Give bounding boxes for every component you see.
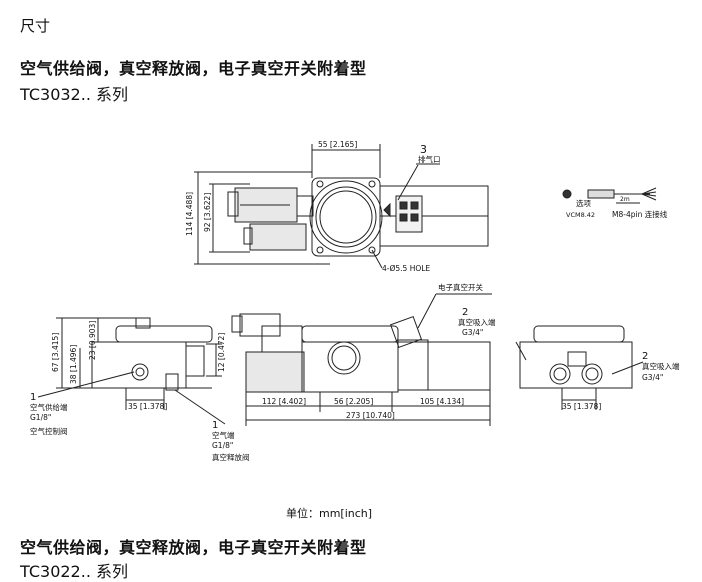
front-view-left: [37, 317, 226, 425]
connector-cable-length: 2m: [620, 196, 630, 203]
callout-3-number: 3: [420, 143, 427, 156]
callout-1b-line3: 真空释放阀: [212, 452, 250, 462]
dim-35-right: 35 [1.378]: [562, 402, 601, 411]
callout-1b-line1: 空气端: [212, 430, 235, 440]
dim-38: 38 [1.496]: [69, 345, 78, 384]
connector-cable-label: M8-4pin 连接线: [612, 209, 668, 219]
dim-top-width: 55 [2.165]: [318, 140, 357, 149]
callout-1a-line2: G1/8": [30, 413, 51, 422]
series-model-tc3032: TC3032.. 系列: [20, 85, 128, 104]
series-title-tc3022: 空气供给阀，真空释放阀，电子真空开关附着型: [20, 538, 367, 557]
front-view-right: [515, 325, 644, 410]
dim-top-height-inner: 92 [3.622]: [203, 193, 212, 232]
callout-2a-line2: G3/4": [462, 328, 483, 337]
callout-1b-number: 1: [212, 420, 218, 431]
callout-1a-line3: 空气控制阀: [30, 426, 68, 436]
hole-label: 4-Ø5.5 HOLE: [382, 264, 430, 273]
callout-1a-line1: 空气供给端: [30, 402, 68, 412]
series-model-tc3022: TC3022.. 系列: [20, 562, 128, 581]
connector-option: [562, 187, 657, 204]
dim-12: 12 [0.472]: [217, 333, 226, 372]
switch-label: 电子真空开关: [438, 282, 483, 292]
callout-2a-line1: 真空吸入端: [458, 317, 496, 327]
series-title-tc3032: 空气供给阀，真空释放阀，电子真空开关附着型: [20, 59, 367, 78]
callout-1b-line2: G1/8": [212, 441, 233, 450]
top-view: [194, 144, 489, 269]
unit-label: 单位：mm[inch]: [286, 507, 373, 520]
dim-35-left: 35 [1.378]: [128, 402, 167, 411]
dim-105: 105 [4.134]: [420, 397, 464, 406]
front-view-main: [231, 293, 492, 426]
callout-1a-number: 1: [30, 392, 36, 403]
dim-112: 112 [4.402]: [262, 397, 306, 406]
connector-code: VCM8.42: [566, 211, 595, 219]
callout-2b-line1: 真空吸入端: [642, 361, 680, 371]
dim-23: 23 [0.903]: [88, 321, 97, 360]
callout-2b-line2: G3/4": [642, 373, 663, 382]
dim-273: 273 [10.740]: [346, 411, 395, 420]
connector-option-label: 选项: [576, 198, 591, 208]
callout-3-label: 排气口: [418, 154, 441, 164]
dim-56: 56 [2.205]: [334, 397, 373, 406]
section-heading: 尺寸: [20, 17, 51, 35]
callout-2a-number: 2: [462, 307, 468, 318]
dim-top-height-outer: 114 [4.488]: [185, 192, 194, 236]
callout-2b-number: 2: [642, 351, 648, 362]
dim-67: 67 [3.415]: [51, 333, 60, 372]
